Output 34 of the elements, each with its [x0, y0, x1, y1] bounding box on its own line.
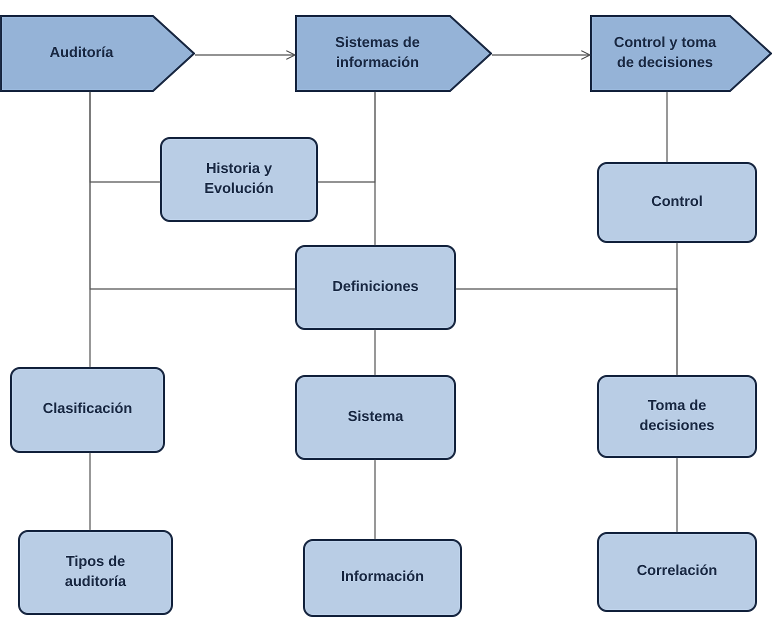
rounded-box	[295, 245, 456, 330]
rounded-box	[10, 367, 165, 453]
connector-line	[374, 92, 376, 245]
node-label: Control	[650, 192, 704, 212]
connector-line	[374, 460, 376, 539]
rounded-box	[597, 532, 757, 612]
rounded-box	[295, 375, 456, 460]
pentagon-arrow-box	[295, 15, 492, 92]
node-label: Sistema	[346, 408, 404, 427]
arrow	[195, 50, 296, 60]
node-label: Clasificación	[42, 400, 134, 420]
connector-line	[89, 453, 91, 530]
node-label: Sistemas de información	[334, 34, 421, 72]
rounded-box	[597, 162, 757, 243]
pentagon-arrow-box	[590, 15, 772, 92]
connector-line	[374, 330, 376, 375]
rounded-box	[303, 539, 462, 617]
rounded-box	[18, 530, 173, 615]
pentagon-arrow-box	[0, 15, 195, 92]
node-label: Control y toma de decisiones	[612, 34, 718, 72]
connector-line	[666, 92, 668, 162]
connector-line	[676, 458, 678, 532]
rounded-box	[597, 375, 757, 458]
connector-line	[89, 92, 91, 367]
rounded-box	[160, 137, 318, 222]
arrow	[492, 50, 591, 60]
node-label: Definiciones	[331, 278, 420, 297]
connector-line	[456, 288, 678, 375]
node-label: Historia y Evolución	[203, 160, 275, 198]
node-label: Auditoría	[48, 44, 114, 63]
node-label: Información	[340, 568, 425, 588]
node-label: Correlación	[636, 562, 718, 582]
node-label: Tipos de auditoría	[64, 552, 128, 592]
node-label: Toma de decisiones	[638, 396, 716, 436]
